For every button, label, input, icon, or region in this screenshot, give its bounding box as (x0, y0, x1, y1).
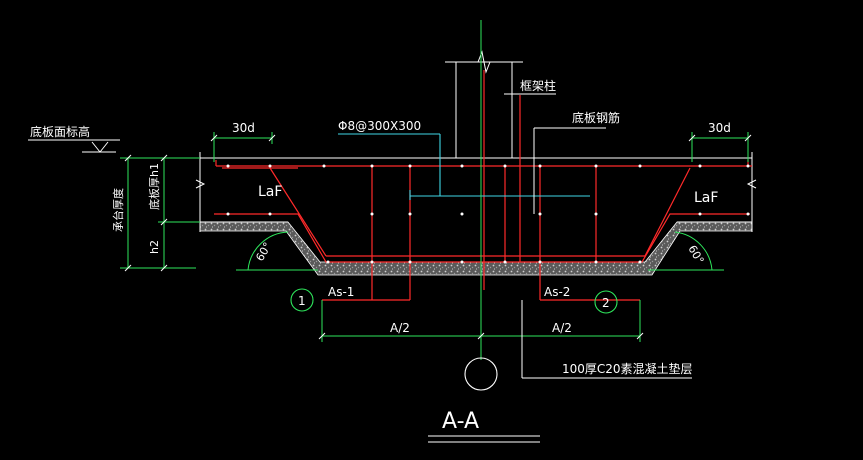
stirrup (338, 133, 590, 200)
anchor-left-label: 30d (232, 121, 255, 135)
dimension-lines (120, 20, 749, 360)
rebar-dots (226, 164, 750, 264)
angle-left-label: 60° (253, 240, 274, 263)
rebar-lines (214, 70, 752, 301)
stirrup-label: Φ8@300X300 (338, 119, 421, 133)
slab-thickness-label: 底板厚h1 (147, 163, 161, 210)
laf-right-label: LaF (694, 190, 718, 206)
as2-label: As-2 (544, 285, 570, 299)
marker-1-label: 1 (298, 294, 306, 308)
frame-column-label: 框架柱 (520, 78, 556, 93)
slab-rebar-label: 底板钢筋 (572, 110, 620, 125)
laf-left-label: LaF (258, 184, 282, 200)
half-a-left-label: A/2 (390, 321, 410, 335)
section-title: A-A (442, 409, 479, 434)
cap-outline (195, 50, 757, 232)
h2-label: h2 (148, 240, 161, 254)
half-a-right-label: A/2 (552, 321, 572, 335)
bottom-elevation-label: 底板面标高 (30, 124, 90, 139)
marker-circles (290, 288, 618, 391)
marker-2-label: 2 (602, 296, 610, 310)
cap-thickness-label: 承台厚度 (111, 188, 125, 232)
angle-right-label: 60° (685, 243, 706, 266)
dimension-ticks (124, 134, 752, 340)
anchor-right-label: 30d (708, 121, 731, 135)
leader-lines (28, 93, 692, 443)
cushion-hatch (199, 221, 753, 276)
cushion-label: 100厚C20素混凝土垫层 (562, 361, 693, 376)
as1-label: As-1 (328, 285, 354, 299)
